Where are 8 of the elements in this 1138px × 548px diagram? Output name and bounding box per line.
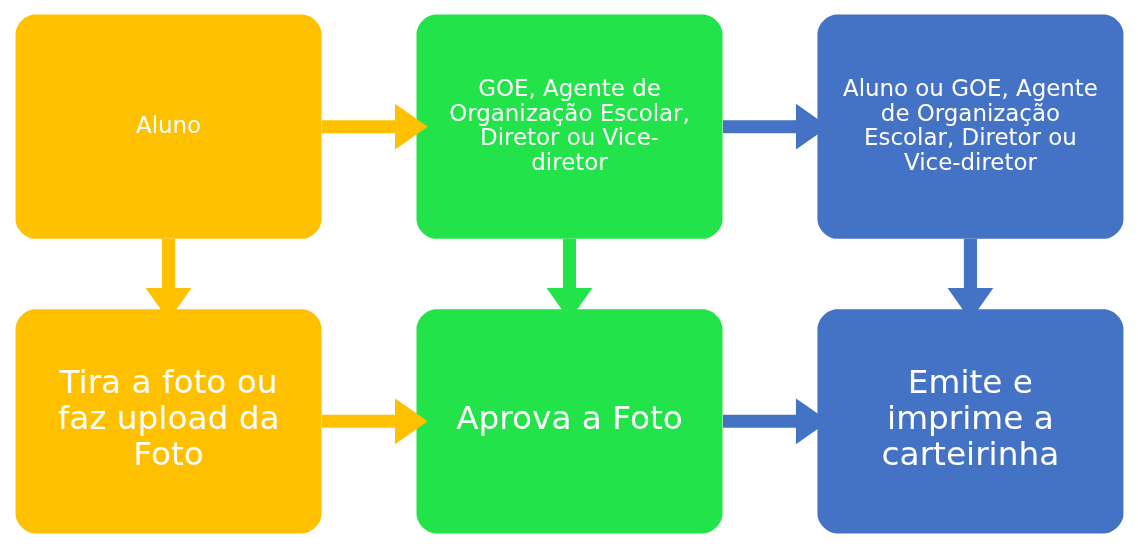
node-box: Emite e imprime a carteirinha — [816, 309, 1123, 534]
node-box: Aluno ou GOE, Agente de Organização Escolar, Diretor ou Vice-diretor — [816, 14, 1123, 239]
node-box: Aluno — [15, 14, 322, 239]
node-box: Aprova a Foto — [416, 309, 722, 534]
arrow — [321, 103, 428, 150]
arrow — [321, 398, 428, 445]
node-box: Tira a foto ou faz upload da Foto — [15, 309, 322, 534]
node-box: GOE, Agente de Organização Escolar, Diretor ou Vice-diretor — [416, 14, 722, 239]
